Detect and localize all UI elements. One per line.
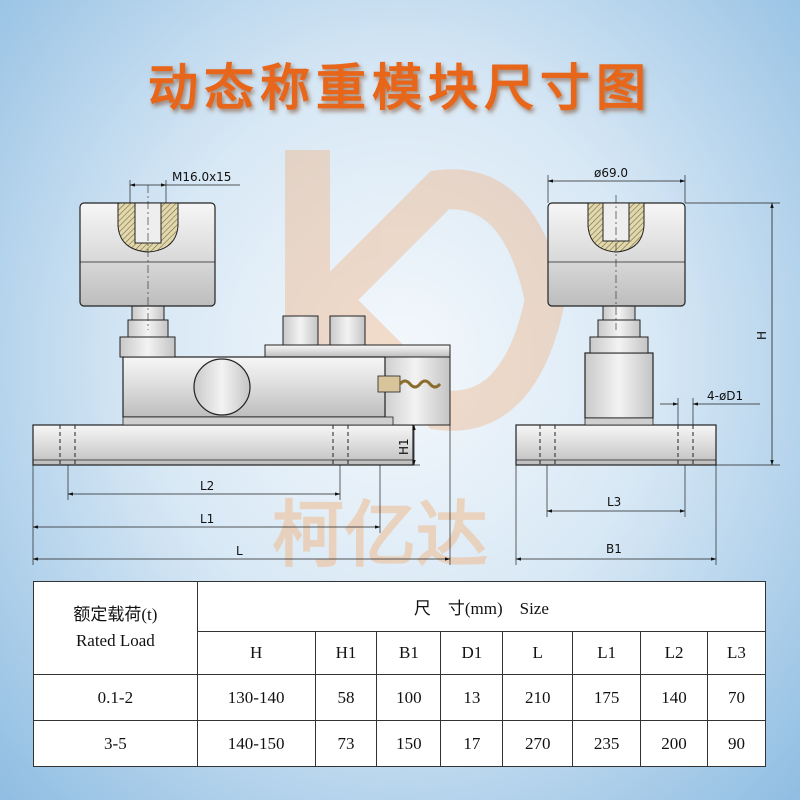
table-cell: 150 [376, 720, 442, 767]
col-header: D1 [440, 631, 504, 675]
col-header: L [502, 631, 574, 675]
l-label: L [236, 544, 243, 558]
h1-label: H1 [397, 438, 411, 455]
dimension-drawing: 柯亿达 M16.0ⅹ15 H1 L2 L1 L [32, 150, 780, 577]
h-label: H [755, 331, 769, 340]
l2-label: L2 [200, 479, 214, 493]
l1-label: L1 [200, 512, 214, 526]
table-cell: 140 [640, 674, 708, 721]
table-cell: 73 [314, 720, 378, 767]
holes-label: 4-øD1 [707, 389, 743, 403]
table-cell: 270 [502, 720, 574, 767]
table-row: 0.1-2 130-140 58 100 13 210 175 140 70 [33, 674, 766, 721]
thread-label: M16.0ⅹ15 [172, 170, 231, 184]
table-cell: 17 [440, 720, 504, 767]
col-header: H [196, 631, 316, 675]
page-title: 动态称重模块尺寸图 [148, 58, 652, 117]
table-cell: 175 [572, 674, 642, 721]
table-cell: 100 [376, 674, 442, 721]
table-row: 3-5 140-150 73 150 17 270 235 200 90 [33, 720, 766, 767]
table-cell: 70 [707, 674, 766, 721]
table-cell: 13 [440, 674, 504, 721]
rated-load-header: 额定载荷(t) Rated Load [33, 581, 198, 675]
spec-table: 额定载荷(t) Rated Load 尺 寸(mm) Size H H1 B1 … [33, 581, 767, 767]
row-load: 3-5 [33, 720, 198, 767]
table-cell: 130-140 [196, 674, 316, 721]
col-header: B1 [376, 631, 442, 675]
base-plate-side [515, 424, 717, 466]
l3-label: L3 [607, 495, 621, 509]
table-cell: 140-150 [196, 720, 316, 767]
row-load: 0.1-2 [33, 674, 198, 721]
rated-load-en: Rated Load [75, 631, 155, 650]
rated-load-cn: 额定载荷(t) [73, 605, 158, 624]
base-plate-front [32, 424, 414, 466]
col-header: L1 [572, 631, 642, 675]
table-cell: 58 [314, 674, 378, 721]
table-cell: 200 [640, 720, 708, 767]
table-cell: 210 [502, 674, 574, 721]
b1-label: B1 [606, 542, 622, 556]
size-header: 尺 寸(mm) Size [196, 581, 767, 632]
load-cell-beam [122, 356, 386, 418]
table-cell: 90 [707, 720, 766, 767]
col-header: H1 [314, 631, 378, 675]
col-header: L3 [707, 631, 766, 675]
diameter-label: ø69.0 [594, 166, 628, 180]
col-header: L2 [640, 631, 708, 675]
table-cell: 235 [572, 720, 642, 767]
